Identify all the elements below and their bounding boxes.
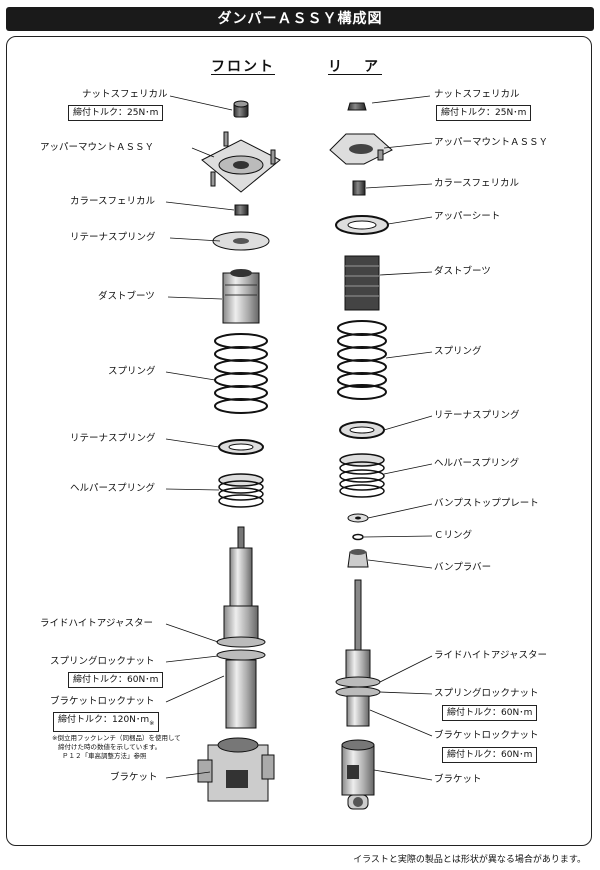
front-upper-mount-part: [201, 131, 281, 193]
rear-heading: リ ア: [328, 59, 382, 75]
diagram-frame: [6, 36, 592, 846]
front-upper-mount-label: アッパーマウントＡＳＳＹ: [40, 142, 155, 153]
front-dust-boot-part: [222, 269, 260, 324]
front-spring-label: スプリング: [108, 366, 156, 377]
front-note-line3: Ｐ１２「車高調整方法」参照: [62, 752, 147, 760]
rear-upper-mount-part: [329, 133, 393, 165]
rear-dust-boot-label: ダストブーツ: [434, 266, 491, 277]
front-nut-torque-box: 締付トルク：25N･m: [68, 105, 164, 121]
front-bracket-part: [197, 737, 275, 802]
diagram-title: ダンパーＡＳＳＹ構成図: [6, 7, 594, 31]
front-nut-label: ナットスフェリカル: [82, 89, 168, 100]
front-spring-lock-label: スプリングロックナット: [50, 656, 155, 667]
rear-nut-part: [347, 102, 367, 111]
rear-bump-rubber-part: [347, 549, 369, 568]
rear-upper-mount-label: アッパーマウントＡＳＳＹ: [434, 137, 549, 148]
rear-spring-label: スプリング: [434, 346, 482, 357]
rear-damper-body-part: [335, 579, 381, 727]
rear-bracket-lock-label: ブラケットロックナット: [434, 730, 539, 741]
rear-collar-part: [352, 180, 366, 196]
rear-retainer-part: [339, 421, 385, 439]
rear-upper-seat-part: [335, 215, 389, 235]
rear-nut-label: ナットスフェリカル: [434, 89, 520, 100]
front-bracket-lock-torque-box: 締付トルク：120N･m※: [53, 712, 160, 732]
rear-helper-spring-part: [339, 453, 385, 498]
front-bracket-lock-torque-text: 締付トルク：120N･m: [58, 715, 150, 725]
rear-spring-lock-torque-box: 締付トルク：60N･m: [442, 705, 538, 721]
front-retainer-bottom-label: リテーナスプリング: [70, 433, 156, 444]
rear-bump-rubber-label: バンプラバー: [434, 562, 492, 573]
rear-nut-torque-box: 締付トルク：25N･m: [436, 105, 532, 121]
front-bracket-label: ブラケット: [110, 772, 158, 783]
rear-bracket-lock-torque-box: 締付トルク：60N･m: [442, 747, 538, 763]
front-spring-lock-torque-box: 締付トルク：60N･m: [68, 672, 164, 688]
front-helper-spring-label: ヘルパースプリング: [70, 483, 156, 494]
front-note-line1: ※倒立用フックレンチ（同梱品）を使用して: [52, 734, 181, 742]
front-retainer-bottom-part: [218, 439, 264, 455]
front-torque-mark: ※: [149, 719, 155, 727]
footer-disclaimer: イラストと実際の製品とは形状が異なる場合があります。: [353, 855, 586, 865]
front-helper-spring-part: [218, 473, 264, 508]
front-heading: フロント: [211, 59, 275, 75]
front-bracket-lock-label: ブラケットロックナット: [50, 696, 155, 707]
front-retainer-top-part: [212, 231, 270, 251]
rear-c-ring-label: Ｃリング: [434, 530, 473, 541]
rear-c-ring-part: [352, 533, 364, 541]
front-spring-part: [214, 333, 268, 414]
front-collar-label: カラースフェリカル: [70, 196, 156, 207]
rear-spring-lock-label: スプリングロックナット: [434, 688, 539, 699]
front-collar-part: [234, 204, 249, 216]
rear-bracket-part: [341, 739, 375, 810]
front-dust-boot-label: ダストブーツ: [98, 291, 155, 302]
front-note-line2: 締付けた時の数値を示しています。: [58, 743, 162, 751]
rear-retainer-label: リテーナスプリング: [434, 410, 520, 421]
leader-lines: [165, 95, 433, 781]
rear-dust-boot-part: [344, 255, 380, 311]
rear-collar-label: カラースフェリカル: [434, 178, 520, 189]
rear-bracket-label: ブラケット: [434, 774, 482, 785]
rear-helper-spring-label: ヘルパースプリング: [434, 458, 520, 469]
front-damper-body-part: [216, 526, 266, 729]
front-retainer-top-label: リテーナスプリング: [70, 232, 156, 243]
rear-bump-plate-label: バンプストッププレート: [434, 498, 539, 509]
rear-spring-part: [337, 320, 387, 400]
rear-upper-seat-label: アッパーシート: [434, 211, 501, 222]
front-ride-height-label: ライドハイトアジャスター: [40, 618, 153, 629]
front-nut-part: [233, 100, 249, 118]
rear-ride-height-label: ライドハイトアジャスター: [434, 650, 547, 661]
rear-bump-plate-part: [347, 513, 369, 523]
